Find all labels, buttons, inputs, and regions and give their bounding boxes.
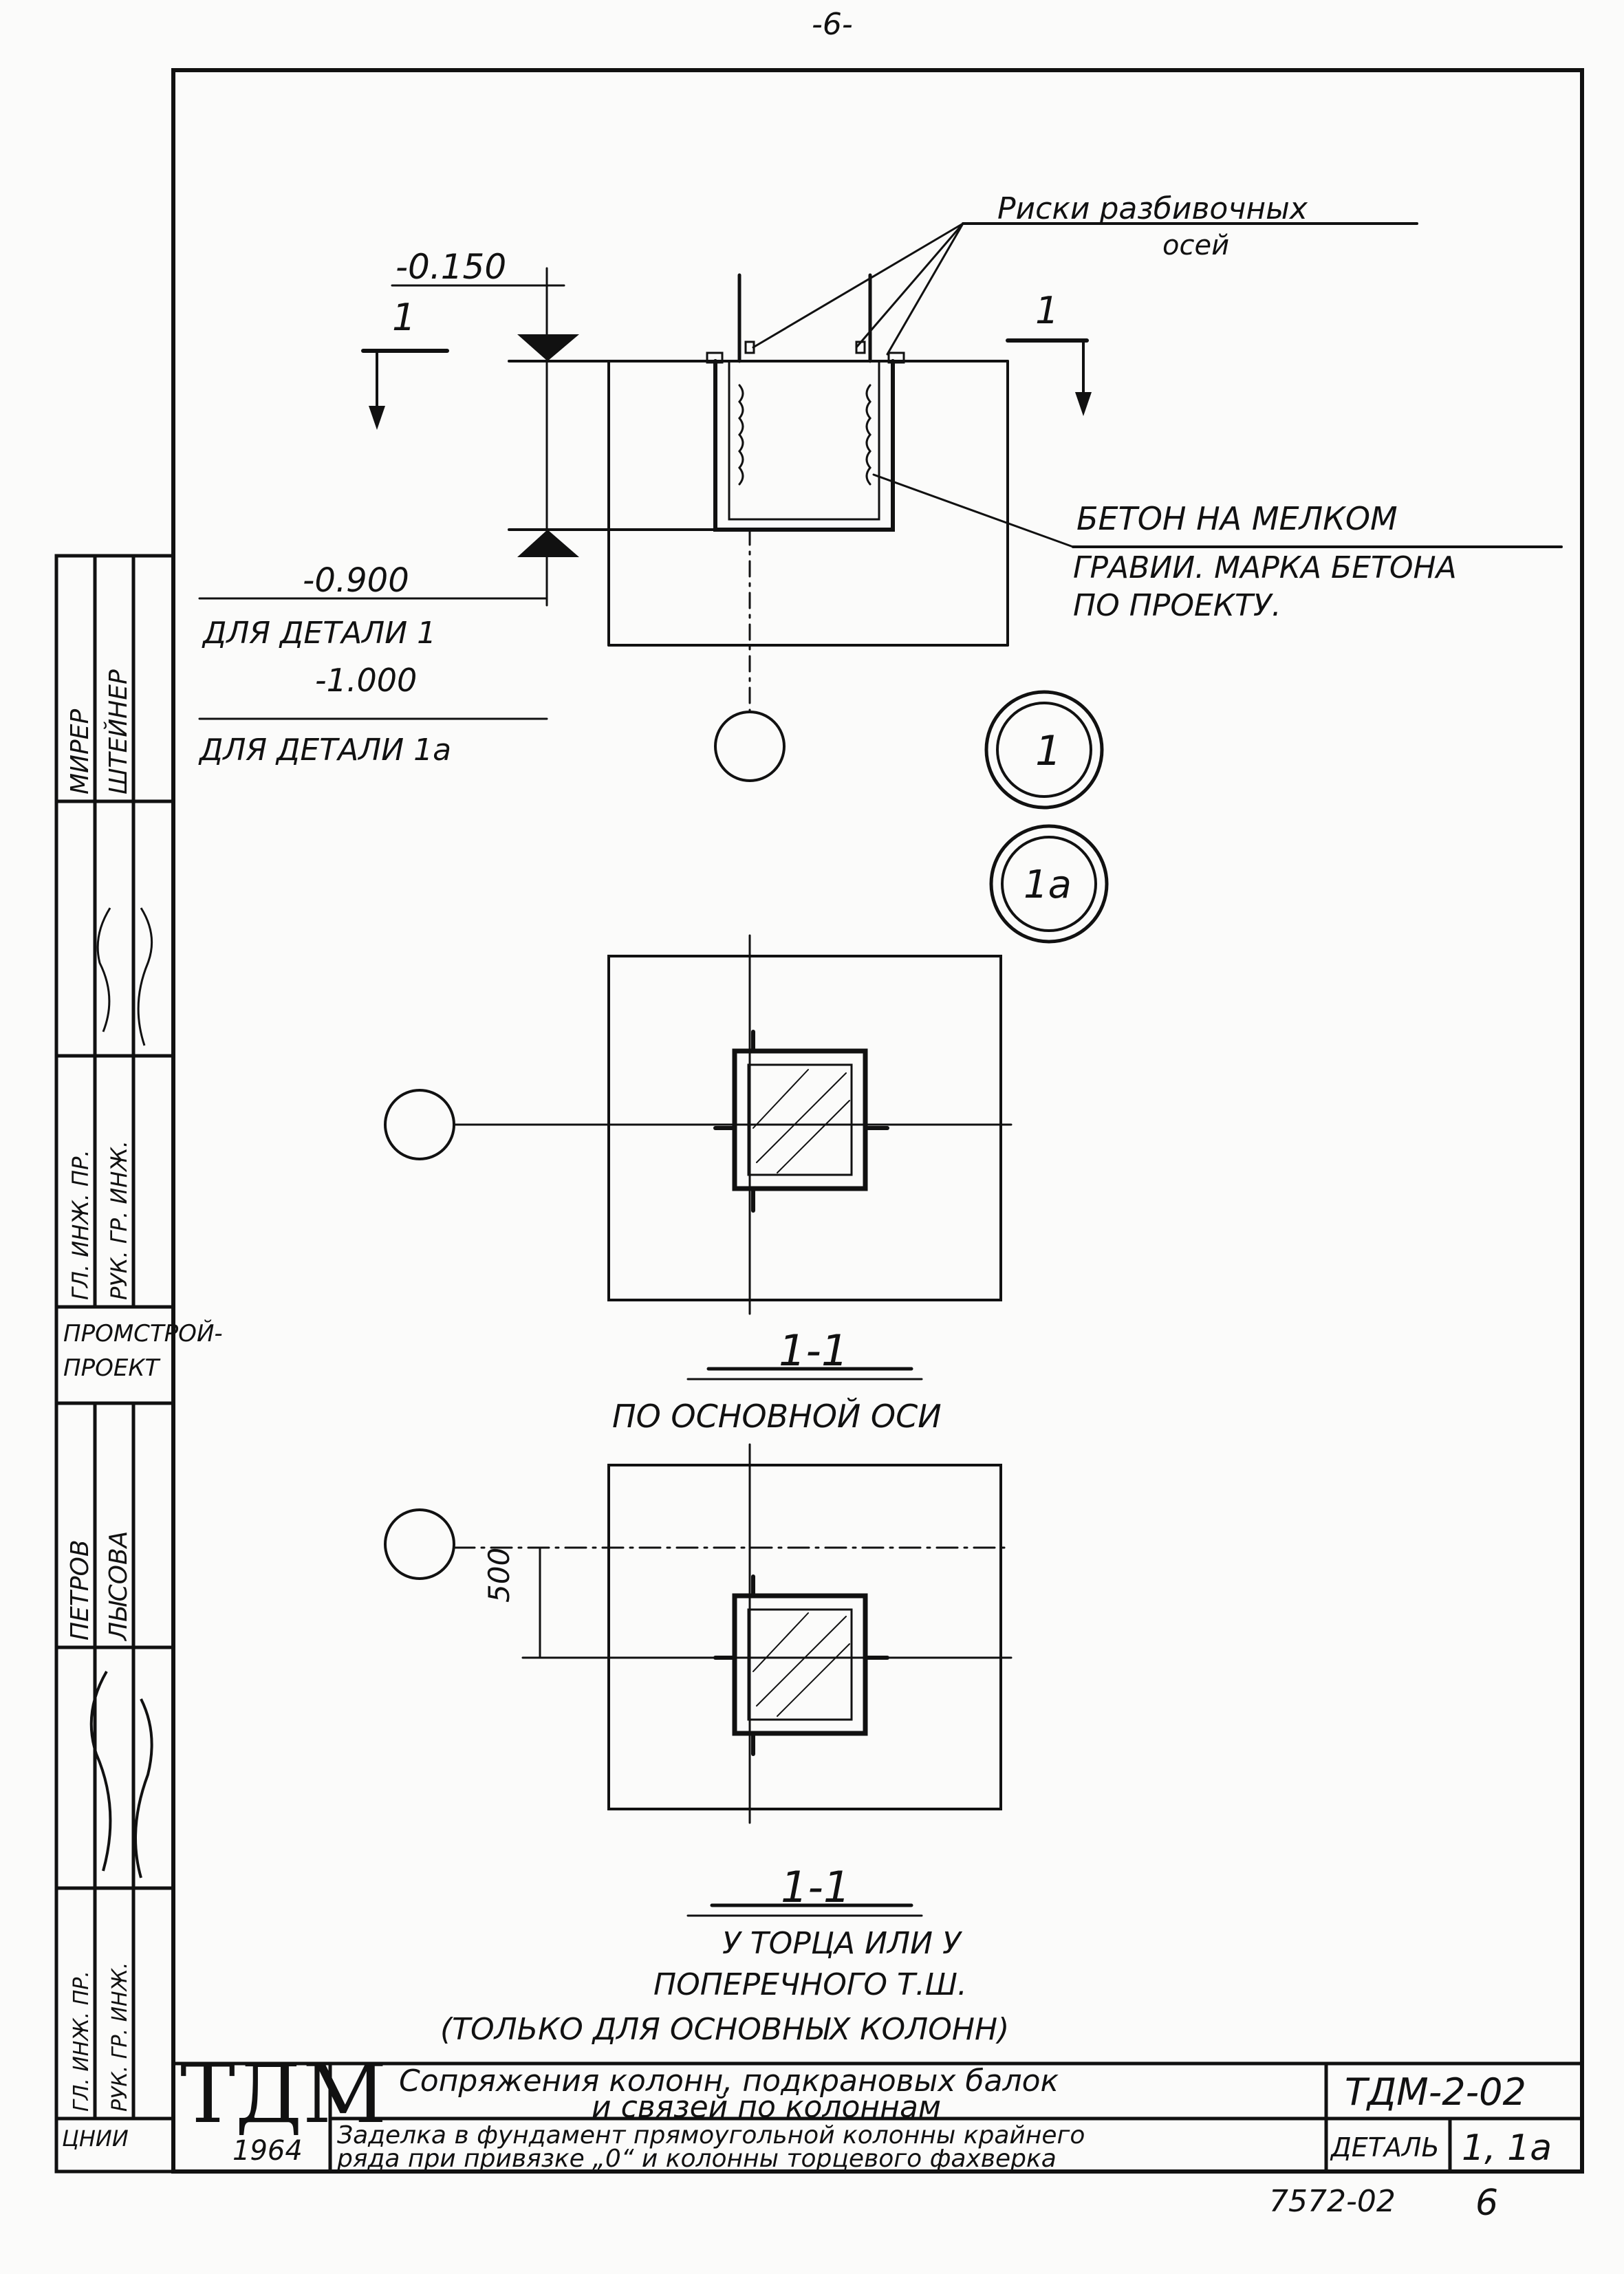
concrete-note-1: БЕТОН НА МЕЛКОМ — [1076, 500, 1398, 537]
cut-arrow-left — [369, 406, 385, 430]
side-stamp-texts: ГЛ. ИНЖ. ПР. РУК. ГР. ИНЖ. МИРЕР ШТЕЙНЕР… — [63, 669, 223, 2112]
logo-tdm: ТДМ — [180, 2046, 387, 2142]
desc-line-2: ряда при привязке „0“ и колонны торцевог… — [336, 2145, 1057, 2173]
axis-marks-label-2: осей — [1162, 230, 1229, 261]
title-block — [171, 2061, 1584, 2174]
detail-marker-1a-inner — [1001, 836, 1097, 932]
for-detail-1: ДЛЯ ДЕТАЛИ 1 — [202, 616, 436, 651]
signature-b — [89, 1670, 153, 1878]
side-stamp-strip — [54, 554, 175, 2174]
level-marker-bottom — [517, 530, 579, 557]
side-name-a2: ШТЕЙНЕР — [104, 669, 133, 794]
plan-section-2 — [453, 1443, 1013, 1824]
level-1000: -1.000 — [315, 662, 417, 699]
cut-mark-left: 1 — [392, 296, 415, 339]
for-detail-1a: ДЛЯ ДЕТАЛИ 1a — [198, 733, 451, 768]
year: 1964 — [232, 2135, 303, 2167]
side-name-b1: ПЕТРОВ — [66, 1539, 94, 1640]
cut-mark-right: 1 — [1035, 289, 1059, 332]
section-1-title: 1-1 — [779, 1325, 848, 1376]
side-org-1: ПРОМСТРОЙ- — [63, 1319, 223, 1347]
detail-label: ДЕТАЛЬ — [1330, 2132, 1440, 2163]
elevation-view — [198, 222, 1563, 720]
page-number: -6- — [812, 7, 853, 42]
concrete-note-2: ГРАВИИ. МАРКА БЕТОНА — [1073, 550, 1457, 585]
side-role-b1: ГЛ. ИНЖ. ПР. — [69, 1971, 94, 2112]
drawing-code: ТДМ-2-02 — [1345, 2070, 1526, 2114]
signature-a — [96, 907, 153, 1046]
dim-500: 500 — [482, 1548, 516, 1603]
side-org-2: ПРОЕКТ — [63, 1354, 160, 1382]
section-1-subtitle: ПО ОСНОВНОЙ ОСИ — [612, 1398, 942, 1435]
concrete-note-3: ПО ПРОЕКТУ. — [1073, 588, 1281, 623]
level-marker-top — [517, 334, 579, 361]
detail-1-label: 1 — [1035, 727, 1061, 775]
side-name-b2: ЛЫСОВА — [105, 1531, 133, 1642]
level-900: -0.900 — [303, 561, 409, 600]
detail-1a-label: 1a — [1024, 863, 1072, 907]
detail-value: 1, 1a — [1462, 2127, 1552, 2169]
side-role-a2: РУК. ГР. ИНЖ. — [106, 1140, 132, 1300]
side-name-a1: МИРЕР — [66, 709, 94, 794]
section-2-title: 1-1 — [781, 1862, 850, 1912]
cut-arrow-right — [1075, 392, 1092, 416]
title-line-1: Сопряжения колонн, подкрановых балок — [399, 2064, 1059, 2099]
section-2-sub-3: (ТОЛЬКО ДЛЯ ОСНОВНЫХ КОЛОНН) — [440, 2012, 1009, 2047]
side-org-bottom: ЦНИИ — [62, 2125, 129, 2152]
title-line-2: и связей по колоннам — [592, 2090, 941, 2125]
axis-marks-label-1: Риски разбивочных — [997, 191, 1308, 226]
side-role-b2: РУК. ГР. ИНЖ. — [108, 1962, 132, 2112]
axis-bubble-plan-1 — [384, 1089, 455, 1160]
level-top: -0.150 — [396, 247, 506, 287]
axis-bubble-elevation — [714, 711, 786, 782]
plan-section-1 — [453, 934, 1013, 1315]
section-2-sub-1: У ТОРЦА ИЛИ У — [722, 1926, 963, 1961]
detail-marker-1-outer — [984, 690, 1104, 810]
footer-code: 7572-02 — [1269, 2184, 1396, 2219]
detail-marker-1a-outer — [989, 824, 1109, 944]
axis-bubble-plan-2 — [384, 1508, 455, 1580]
section-2-sub-2: ПОПЕРЕЧНОГО Т.Ш. — [653, 1967, 967, 2002]
footer-page: 6 — [1475, 2183, 1498, 2224]
desc-line-1: Заделка в фундамент прямоугольной колонн… — [337, 2121, 1085, 2150]
side-role-a1: ГЛ. ИНЖ. ПР. — [67, 1149, 94, 1300]
detail-marker-1-inner — [996, 702, 1092, 798]
